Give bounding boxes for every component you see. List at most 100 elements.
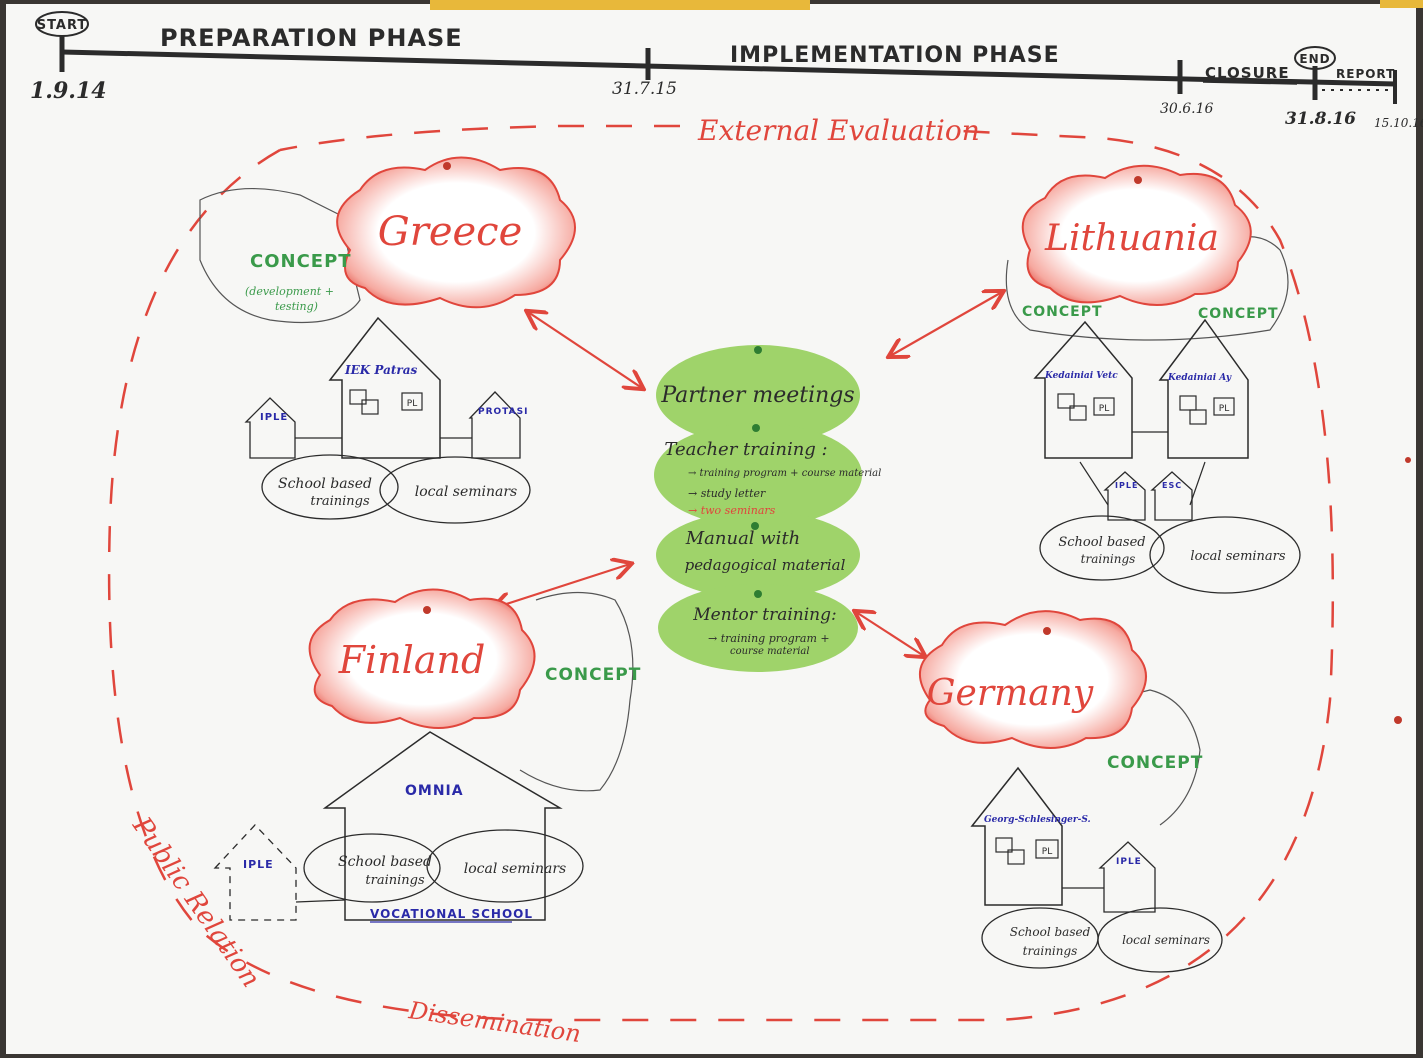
evaluation-frame [107, 124, 1335, 1022]
manual-line-2: pedagogical material [685, 556, 846, 574]
right-school-house [468, 391, 521, 459]
small-school-house [213, 824, 297, 921]
pin-icon [1394, 716, 1402, 724]
main-school-house [322, 731, 563, 921]
small-school-right [1150, 471, 1193, 521]
mentor-training-line-2: course material [730, 646, 810, 657]
lithuania-pl-left: PL [1099, 404, 1109, 414]
local-seminars-bubble [1149, 516, 1301, 594]
germany-cluster: Germany CONCEPT Georg-Schlesinger-S. PL … [919, 610, 1223, 973]
arrow-finland [494, 564, 630, 608]
school-based-bubble [303, 833, 441, 903]
finland-concept: CONCEPT [545, 665, 641, 685]
lithuania-name: Lithuania [1044, 218, 1219, 259]
local-seminars-bubble [426, 829, 584, 903]
finland-cluster: Finland CONCEPT OMNIA IPLE School based … [213, 588, 641, 923]
date-report: 15.10.16 [1374, 116, 1423, 130]
concept-outline [519, 591, 634, 792]
finland-main-school: OMNIA [405, 783, 464, 799]
date-impl-end: 30.6.16 [1160, 101, 1214, 117]
start-label: START [37, 18, 88, 33]
greece-bubble-left-2: trainings [310, 494, 370, 509]
pin-icon [423, 606, 431, 614]
pin-icon [752, 424, 760, 432]
pin-icon [1043, 627, 1051, 635]
date-end: 31.8.16 [1285, 109, 1356, 129]
school-based-bubble [261, 454, 399, 520]
arrow-greece [528, 312, 642, 388]
date-start: 1.9.14 [30, 78, 107, 104]
germany-bubble-right: local seminars [1122, 933, 1210, 947]
greece-cluster: Greece CONCEPT (development + testing) P… [199, 156, 576, 524]
main-school-house [970, 766, 1063, 906]
greece-pl: PL [407, 399, 417, 409]
lithuania-small-right: ESC [1162, 481, 1182, 490]
report-label: REPORT [1336, 67, 1395, 81]
end-label: END [1299, 52, 1330, 66]
school-left-house [1033, 320, 1133, 459]
pin-icon [754, 346, 762, 354]
lithuania-school-left: Kedainiai Vetc [1044, 371, 1118, 381]
lithuania-school-right: Kedainiai Ay [1167, 373, 1232, 383]
closure-label: CLOSURE [1205, 64, 1290, 82]
partner-meetings-oval [656, 345, 860, 445]
greece-bubble-left-1: School based [278, 476, 372, 492]
pin-icon [751, 522, 759, 530]
germany-cloud [919, 610, 1147, 749]
pin-icon [1405, 457, 1411, 463]
finland-bubble-left-1: School based [338, 854, 432, 870]
implementation-phase-label: IMPLEMENTATION PHASE [730, 43, 1060, 68]
germany-pl: PL [1042, 847, 1052, 857]
greece-right-school-name: PROTASI [478, 407, 528, 417]
teacher-training-oval [654, 423, 862, 527]
greece-bubble-right: local seminars [415, 484, 517, 500]
pin-icon [443, 162, 451, 170]
greece-concept-note-2: testing) [275, 300, 318, 313]
preparation-phase-label: PREPARATION PHASE [160, 24, 463, 52]
germany-name: Germany [927, 673, 1094, 714]
greece-main-school-name: IEK Patras [344, 363, 417, 377]
teacher-training-item-3: → two seminars [688, 504, 776, 517]
concept-outline [199, 187, 361, 324]
greece-concept: CONCEPT [250, 251, 352, 272]
manual-line-1: Manual with [685, 528, 801, 549]
start-oval [35, 11, 89, 37]
partner-meetings-text: Partner meetings [660, 383, 854, 408]
germany-concept: CONCEPT [1107, 753, 1203, 773]
left-school-house [244, 397, 296, 459]
timeline: START END PREPARATION PHASE IMPLEMENTATI… [30, 11, 1423, 130]
date-prep-end: 31.7.15 [612, 79, 677, 99]
teacher-training-item-1: → training program + course material [688, 468, 881, 479]
teacher-training-title: Teacher training : [664, 439, 827, 460]
concept-outline [1005, 236, 1289, 341]
finland-bubble-right: local seminars [464, 861, 566, 877]
finland-vocational: VOCATIONAL SCHOOL [370, 907, 533, 921]
pin-icon [754, 590, 762, 598]
school-right-house [1158, 318, 1249, 459]
lithuania-bubble-right: local seminars [1190, 549, 1285, 564]
local-seminars-bubble [379, 456, 531, 524]
greece-concept-note-1: (development + [245, 285, 334, 298]
local-seminars-bubble [1097, 907, 1223, 973]
small-school-house [1098, 841, 1156, 913]
arrow-lithuania [890, 292, 1002, 356]
lithuania-cluster: Lithuania CONCEPT CONCEPT Kedainiai Vetc… [1005, 164, 1301, 594]
teacher-training-item-2: → study letter [688, 487, 766, 500]
mentor-training-title: Mentor training: [692, 605, 837, 625]
external-evaluation-label: External Evaluation [697, 114, 980, 147]
lithuania-cloud [1021, 164, 1252, 306]
finland-cloud [308, 588, 536, 729]
finland-small-school: IPLE [243, 858, 274, 871]
lithuania-concept-right: CONCEPT [1198, 306, 1279, 322]
lithuania-pl-right: PL [1219, 404, 1229, 414]
greece-name: Greece [378, 209, 523, 255]
small-school-left [1103, 471, 1146, 521]
arrow-germany [856, 612, 924, 656]
finland-name: Finland [338, 638, 486, 682]
germany-small-school: IPLE [1116, 857, 1142, 867]
germany-bubble-left-2: trainings [1023, 944, 1078, 958]
germany-main-school: Georg-Schlesinger-S. [984, 815, 1091, 825]
lithuania-concept-left: CONCEPT [1022, 304, 1103, 320]
school-based-bubble [1039, 515, 1165, 581]
